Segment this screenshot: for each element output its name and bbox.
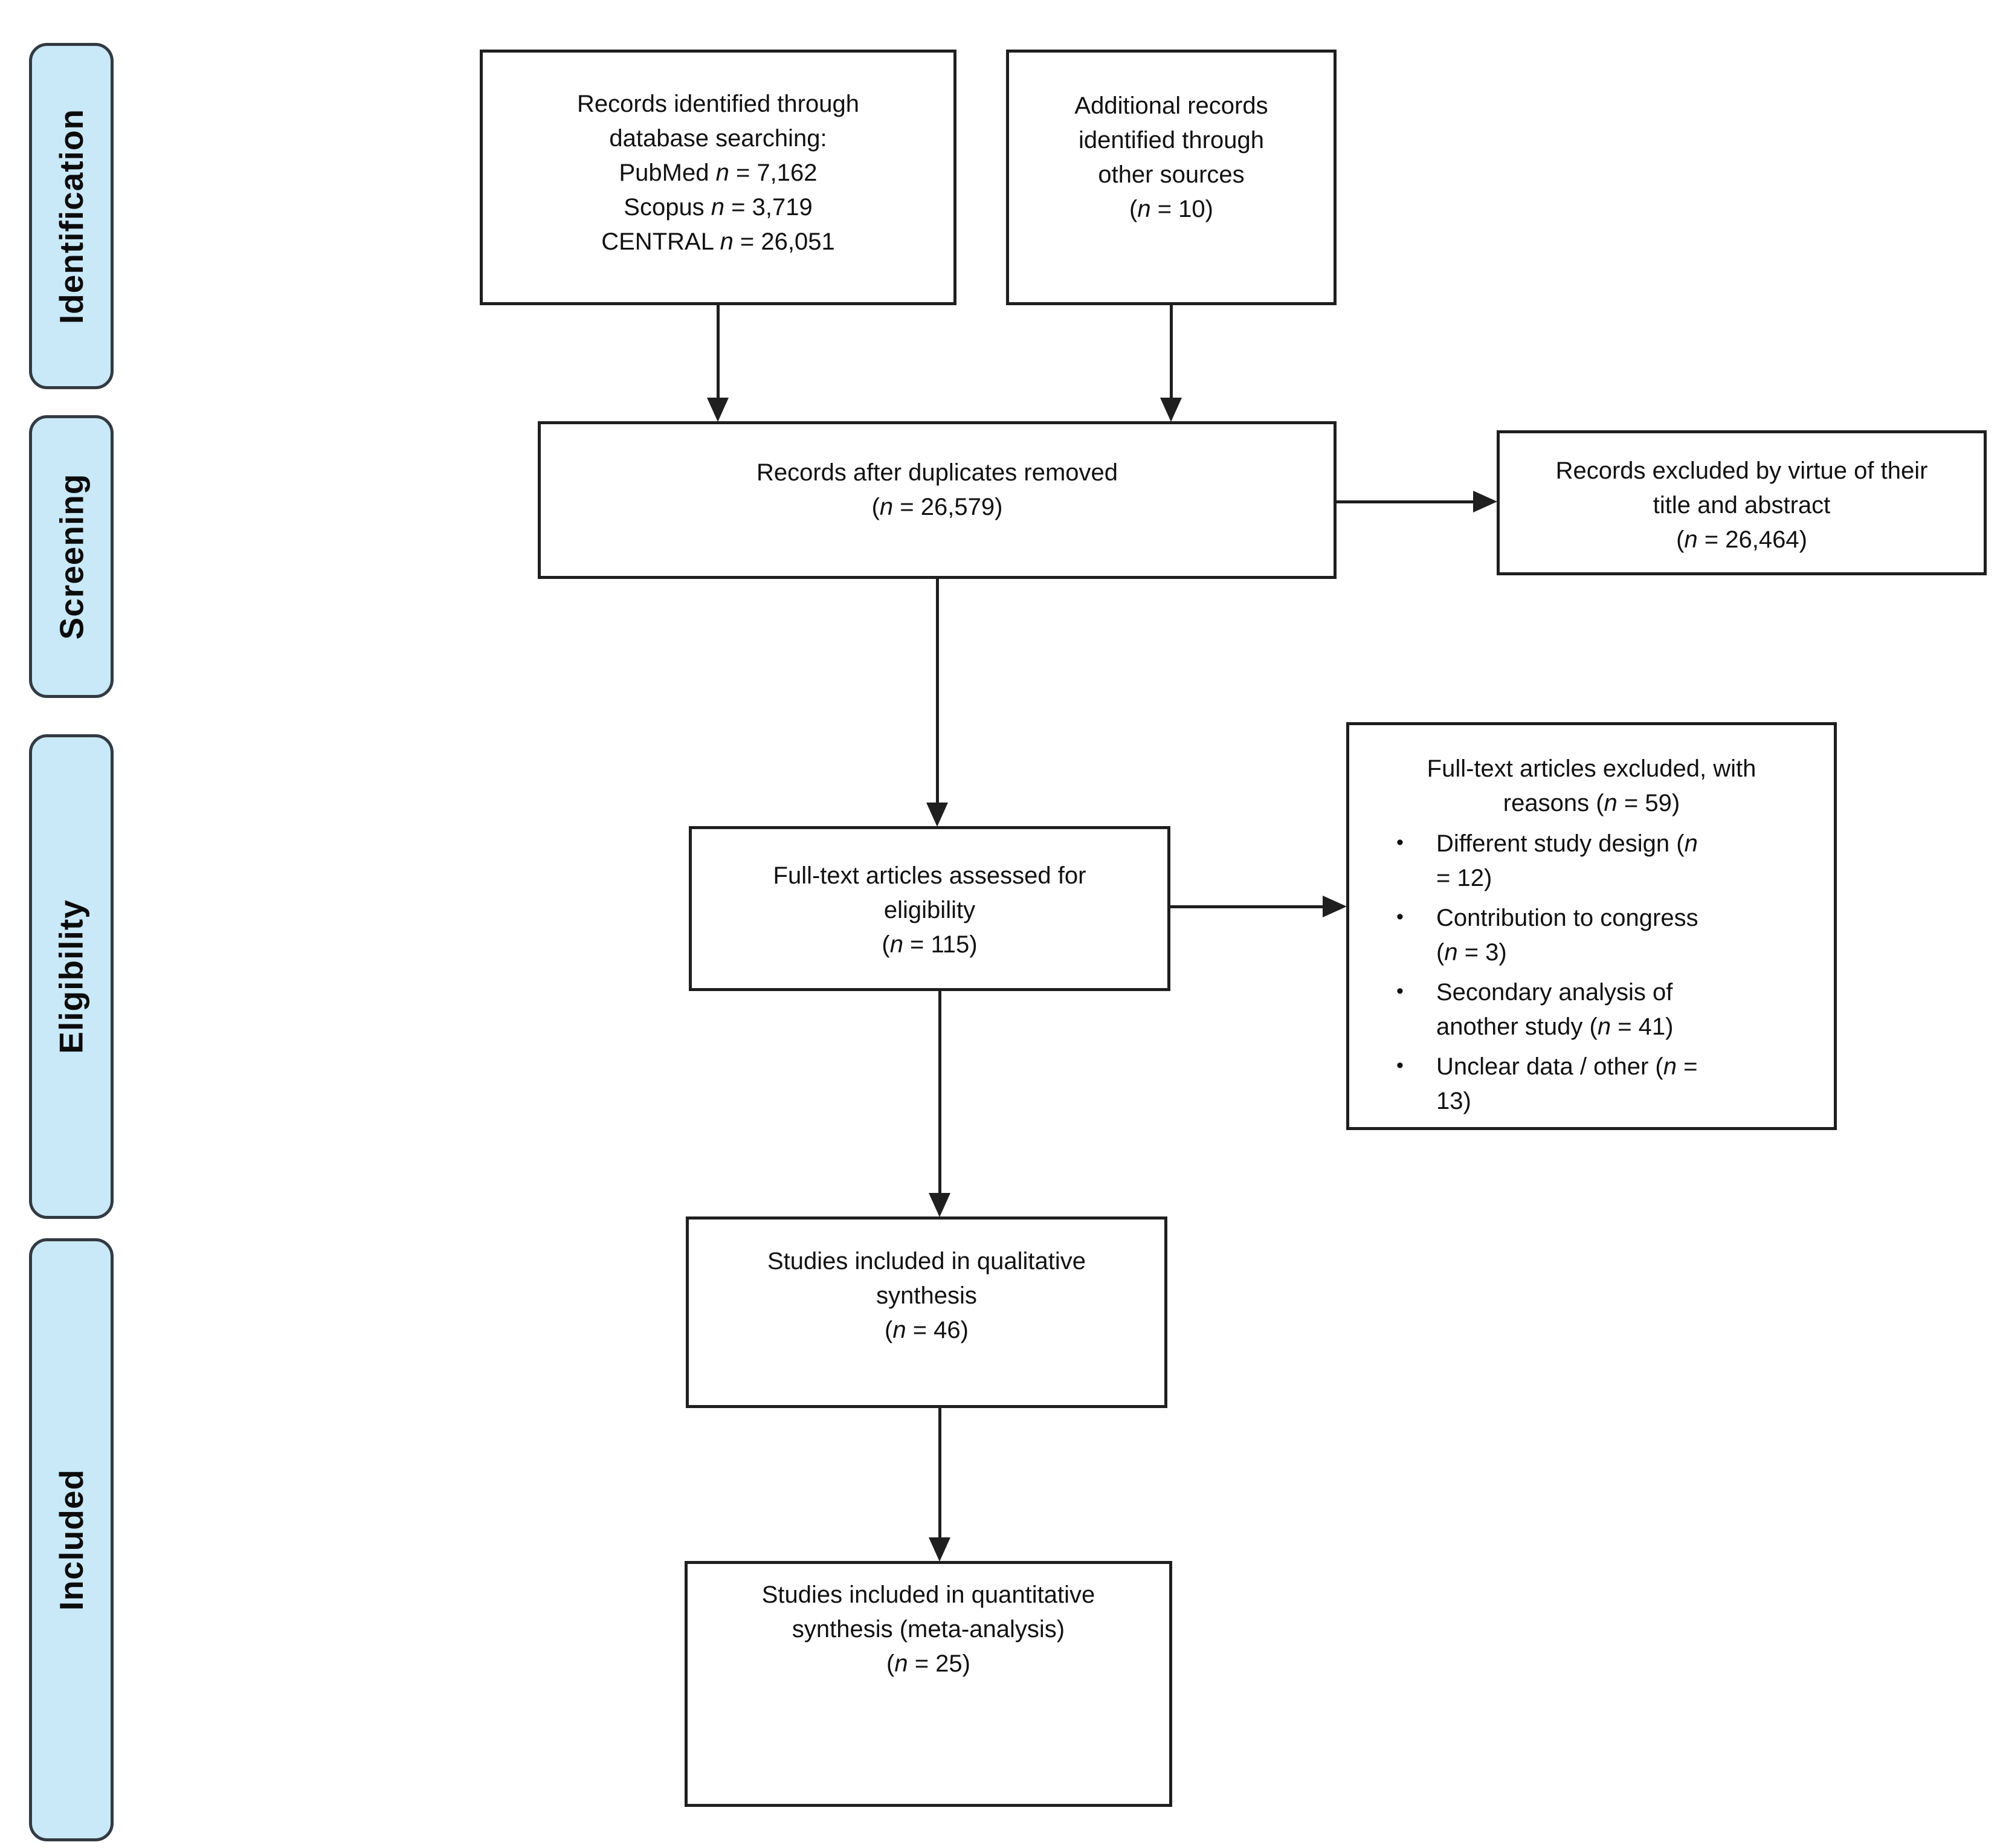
box-line: (n = 3)	[1436, 939, 1507, 966]
box-quantitative-synthesis: Studies included in quantitative synthes…	[685, 1561, 1172, 1807]
box-line: Scopus n = 3,719	[624, 194, 813, 221]
box-duplicates-removed: Records after duplicates removed (n = 26…	[538, 421, 1337, 579]
box-line: Records excluded by virtue of their	[1555, 457, 1928, 484]
box-line: (n = 115)	[882, 931, 978, 958]
stage-eligibility-label: Eligibility	[53, 899, 90, 1054]
box-line: Additional records	[1074, 92, 1268, 119]
box-line: another study (n = 41)	[1436, 1013, 1674, 1040]
box-line: 13)	[1436, 1088, 1471, 1114]
stage-screening: Screening	[29, 415, 114, 698]
box-line: Studies included in quantitative	[761, 1581, 1095, 1608]
box-line: Unclear data / other (n =	[1436, 1053, 1698, 1080]
stage-included-label: Included	[53, 1468, 90, 1611]
box-records-identified: Records identified through database sear…	[480, 50, 956, 305]
box-line: synthesis	[876, 1282, 977, 1309]
box-line: Studies included in qualitative	[767, 1248, 1086, 1275]
stage-eligibility: Eligibility	[29, 734, 114, 1219]
bullet-icon: •	[1396, 831, 1404, 854]
box-line: (n = 46)	[885, 1317, 969, 1343]
bullet-icon: •	[1396, 1054, 1404, 1077]
box-line: (n = 26,579)	[871, 494, 1003, 520]
box-line: eligibility	[883, 897, 976, 923]
box-line: (n = 10)	[1129, 196, 1213, 222]
box-line: identified through	[1079, 127, 1264, 153]
box-line: PubMed n = 7,162	[619, 160, 818, 186]
box-line: title and abstract	[1653, 492, 1831, 519]
stage-identification-label: Identification	[53, 108, 91, 324]
box-qualitative-synthesis: Studies included in qualitative synthesi…	[686, 1216, 1167, 1408]
stage-identification: Identification	[29, 43, 114, 389]
stage-included: Included	[29, 1238, 114, 1841]
box-line: (n = 26,464)	[1676, 526, 1807, 553]
box-additional-records: Additional records identified through ot…	[1006, 50, 1337, 305]
box-line: Full-text articles excluded, with	[1427, 755, 1756, 782]
exclusion-reason: • Different study design (n = 12)	[1349, 827, 1834, 896]
box-line: Records after duplicates removed	[756, 459, 1118, 486]
box-line: (n = 25)	[886, 1650, 970, 1677]
box-line: reasons (n = 59)	[1503, 790, 1680, 816]
box-line: = 12)	[1436, 865, 1492, 891]
box-line: Secondary analysis of	[1436, 979, 1673, 1006]
box-line: database searching:	[609, 125, 827, 152]
box-line: other sources	[1098, 161, 1245, 188]
bullet-icon: •	[1396, 905, 1404, 928]
bullet-icon: •	[1396, 980, 1404, 1003]
box-records-excluded-title-abstract: Records excluded by virtue of their titl…	[1497, 430, 1987, 575]
box-line: Full-text articles assessed for	[773, 862, 1086, 889]
exclusion-reason: • Secondary analysis of another study (n…	[1349, 975, 1834, 1044]
exclusion-reason: • Contribution to congress (n = 3)	[1349, 901, 1834, 970]
box-line: CENTRAL n = 26,051	[601, 228, 835, 255]
box-fulltext-assessed: Full-text articles assessed for eligibil…	[689, 826, 1170, 991]
box-line: Contribution to congress	[1436, 905, 1698, 931]
box-line: synthesis (meta-analysis)	[792, 1616, 1065, 1643]
exclusion-reason: • Unclear data / other (n = 13)	[1349, 1050, 1834, 1119]
exclusion-reason-list: • Different study design (n = 12) • Cont…	[1349, 827, 1834, 1119]
box-line: Records identified through	[577, 91, 859, 117]
stage-screening-label: Screening	[53, 473, 90, 640]
box-fulltext-excluded: Full-text articles excluded, with reason…	[1346, 722, 1837, 1130]
box-line: Different study design (n	[1436, 830, 1698, 857]
